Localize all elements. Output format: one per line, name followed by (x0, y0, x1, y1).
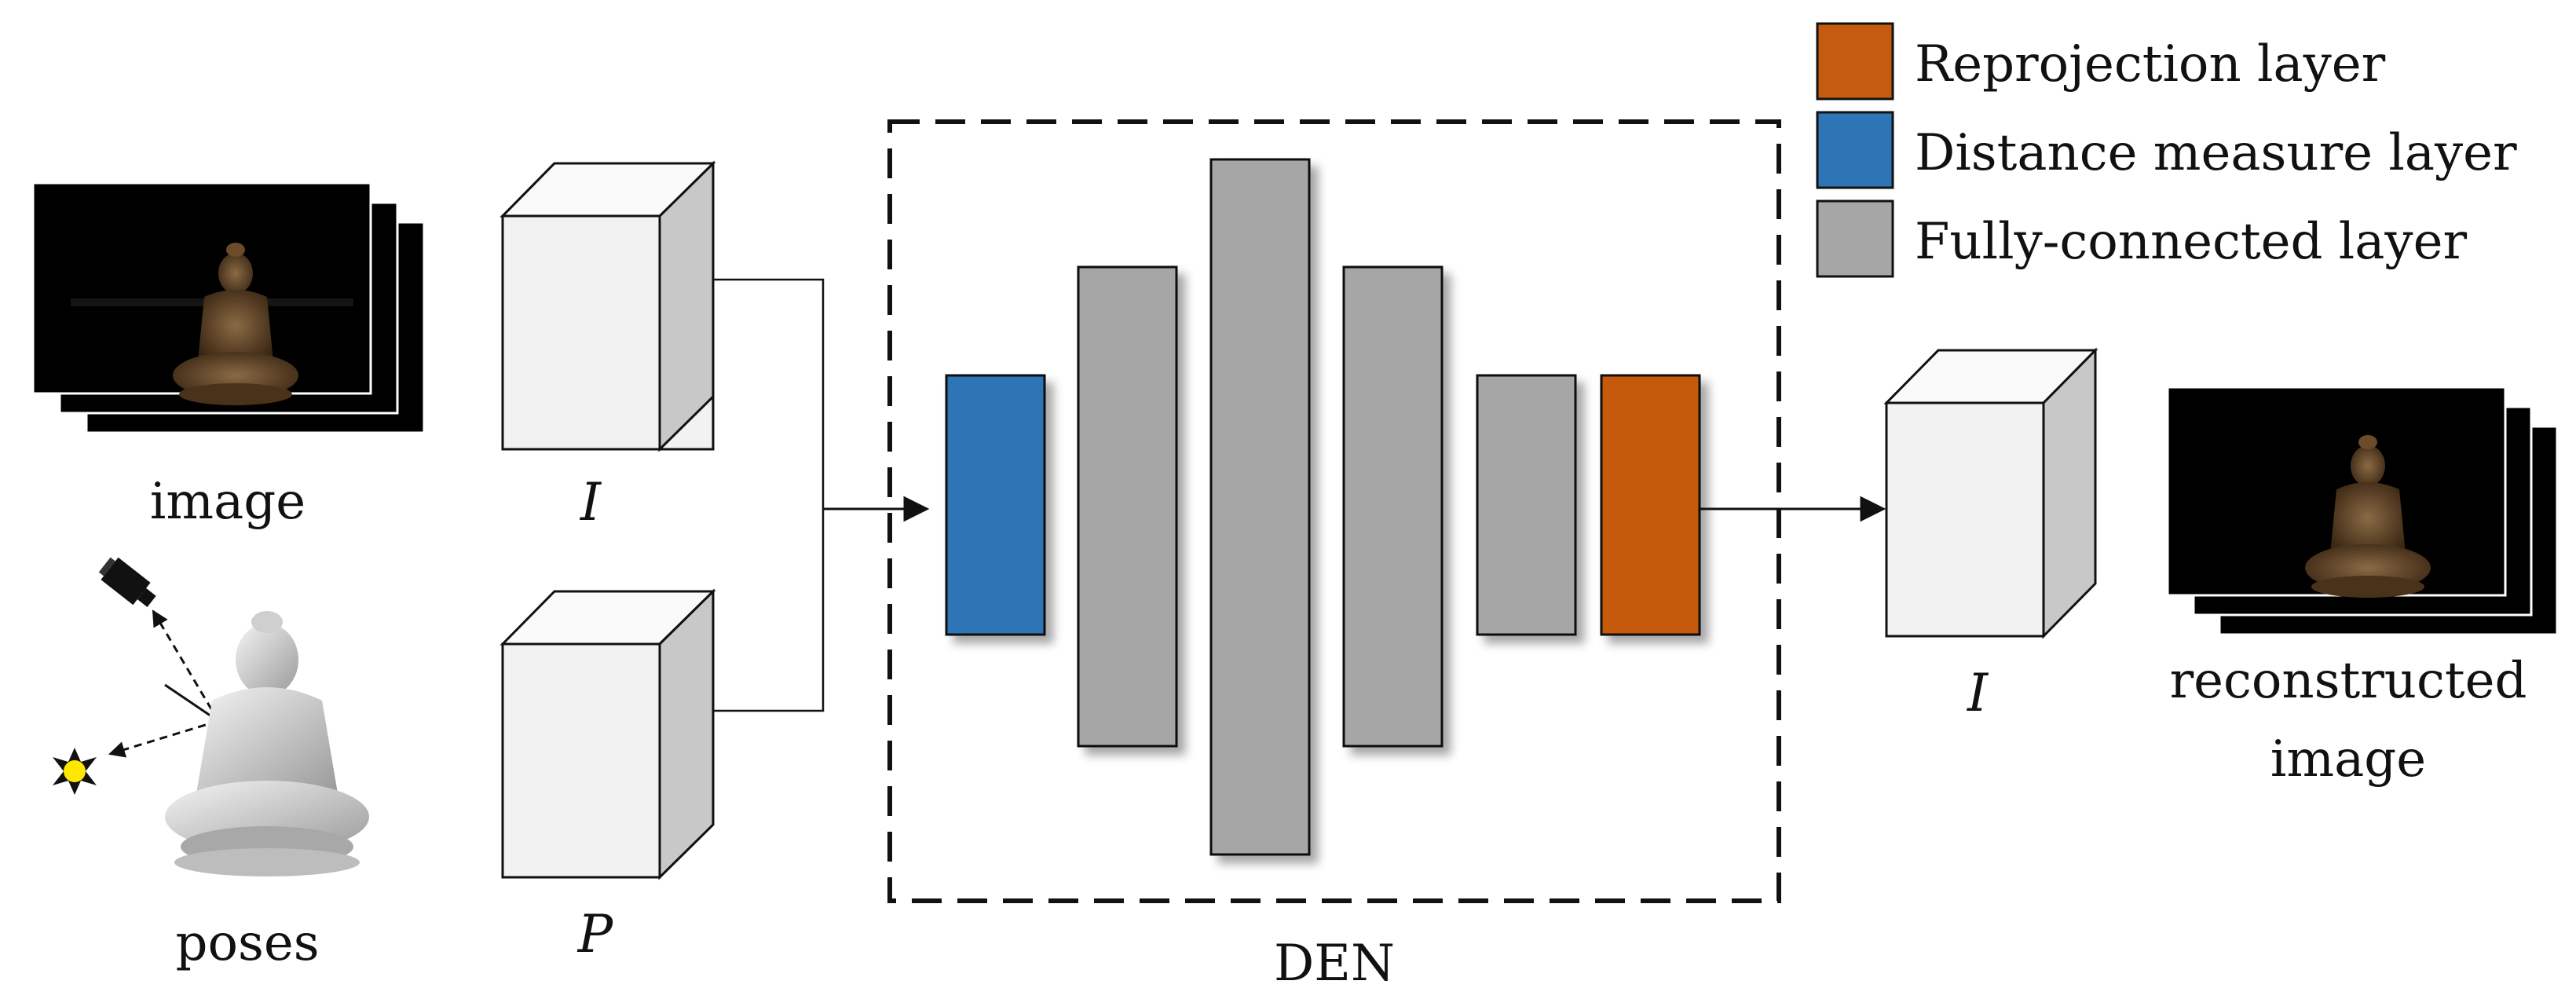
image-frame-front (31, 181, 372, 395)
distance-measure-layer (945, 374, 1046, 636)
light-source-icon (53, 748, 97, 795)
fc-layer-2 (1209, 158, 1311, 856)
tensor-p-label: P (577, 904, 614, 964)
normal-ray (164, 683, 219, 723)
input-image-stack (31, 181, 426, 434)
fc-layer-4 (1476, 374, 1577, 636)
camera-ray (152, 609, 220, 722)
camera-icon (98, 557, 156, 607)
tensor-cube-p (499, 588, 716, 880)
poses-figure (53, 557, 369, 876)
legend: Reprojection layer Distance measure laye… (1816, 22, 2517, 278)
tensor-cube-i (499, 160, 716, 452)
legend-swatch-distance (1816, 111, 1894, 189)
den-layers (945, 158, 1701, 856)
image-label: image (150, 473, 306, 531)
reprojection-layer (1600, 374, 1701, 636)
legend-label-reprojection: Reprojection layer (1915, 35, 2386, 93)
output-tensor-cube (1883, 347, 2098, 639)
reconstructed-label-line1: reconstructed (2170, 652, 2527, 710)
legend-swatch-fully-connected (1816, 199, 1894, 278)
output-tensor-label: I (1967, 663, 1989, 723)
fc-layer-1 (1077, 265, 1178, 748)
poses-label: poses (175, 914, 319, 972)
fc-layer-3 (1342, 265, 1444, 748)
reconstructed-image-stack (2166, 386, 2559, 636)
reconstructed-label-line2: image (2270, 730, 2426, 789)
legend-label-distance: Distance measure layer (1915, 124, 2517, 182)
legend-swatch-reprojection (1816, 22, 1894, 101)
legend-label-fully-connected: Fully-connected layer (1915, 213, 2467, 271)
buddha-statue (165, 611, 369, 876)
tensor-i-label: I (580, 472, 602, 532)
den-boundary (887, 119, 1781, 903)
merge-connector (713, 278, 825, 712)
den-label: DEN (1274, 935, 1395, 993)
light-ray (108, 719, 219, 758)
